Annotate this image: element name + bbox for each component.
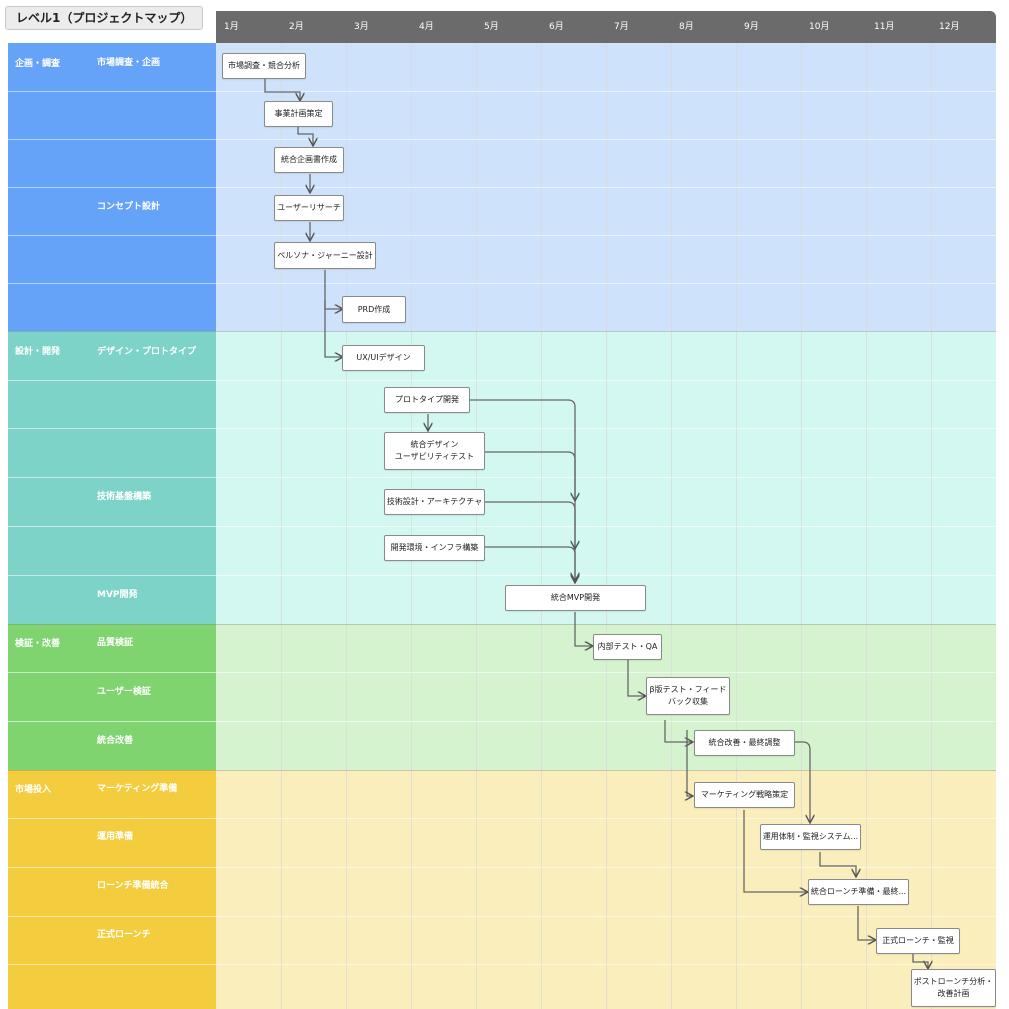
month-label: 2月 (289, 22, 304, 32)
grid-horizontal-line (8, 964, 996, 965)
grid-horizontal-line (8, 526, 996, 527)
phase-label: 検証・改善 (15, 639, 61, 649)
phase-column-launch (8, 770, 216, 1009)
grid-horizontal-line (8, 283, 996, 284)
subphase-label: コンセプト設計 (97, 202, 161, 212)
subphase-label: 品質検証 (97, 638, 134, 648)
subphase-label: 運用準備 (97, 832, 134, 842)
grid-horizontal-line (8, 575, 996, 576)
month-label: 12月 (939, 22, 960, 32)
month-label: 9月 (744, 22, 759, 32)
subphase-label: ローンチ準備統合 (97, 881, 169, 891)
subphase-label: 市場調査・企画 (97, 58, 161, 68)
month-label: 11月 (874, 22, 895, 32)
month-label: 7月 (614, 22, 629, 32)
subphase-label: 統合改善 (97, 736, 134, 746)
task-box[interactable]: 運用体制・監視システム... (760, 824, 861, 850)
grid-horizontal-line (8, 867, 996, 868)
grid-horizontal-line (8, 91, 996, 92)
month-label: 3月 (354, 22, 369, 32)
task-box[interactable]: プロトタイプ開発 (384, 387, 470, 413)
task-box[interactable]: 統合ローンチ準備・最終... (808, 879, 909, 905)
task-box[interactable]: ペルソナ・ジャーニー設計 (274, 242, 376, 269)
phase-label: 設計・開発 (15, 347, 61, 357)
month-label: 10月 (809, 22, 830, 32)
grid-horizontal-line (8, 428, 996, 429)
grid-horizontal-line (8, 916, 996, 917)
phase-column-verification (8, 624, 216, 770)
phase-label: 企画・調査 (15, 59, 61, 69)
grid-horizontal-line (8, 235, 996, 236)
month-label: 8月 (679, 22, 694, 32)
grid-horizontal-line (8, 672, 996, 673)
task-box[interactable]: UX/UIデザイン (342, 345, 425, 371)
task-box[interactable]: ポストローンチ分析・ 改善計画 (911, 969, 996, 1007)
task-box[interactable]: 内部テスト・QA (593, 634, 662, 660)
month-label: 1月 (224, 22, 239, 32)
task-box[interactable]: 正式ローンチ・監視 (876, 928, 960, 954)
grid-horizontal-line (8, 818, 996, 819)
task-box[interactable]: マーケティング戦略策定 (694, 782, 795, 808)
task-box[interactable]: β版テスト・フィード バック収集 (646, 677, 730, 715)
phase-divider (8, 770, 996, 771)
page-title: レベル1（プロジェクトマップ） (5, 6, 204, 30)
subphase-label: ユーザー検証 (97, 687, 151, 697)
grid-horizontal-line (8, 139, 996, 140)
subphase-label: マーケティング準備 (97, 784, 178, 794)
task-box[interactable]: 統合MVP開発 (505, 585, 646, 611)
phase-divider (8, 624, 996, 625)
grid-horizontal-line (8, 187, 996, 188)
phase-divider (8, 331, 996, 332)
task-box[interactable]: 開発環境・インフラ構築 (384, 535, 485, 561)
task-box[interactable]: PRD作成 (342, 296, 406, 323)
month-label: 5月 (484, 22, 499, 32)
task-box[interactable]: 事業計画策定 (264, 101, 333, 127)
task-box[interactable]: 技術設計・アーキテクチャ (384, 489, 485, 515)
subphase-label: デザイン・プロトタイプ (97, 347, 197, 357)
subphase-label: 技術基盤構築 (97, 492, 152, 502)
task-box[interactable]: ユーザーリサーチ (274, 195, 344, 221)
grid-horizontal-line (8, 380, 996, 381)
month-header: 1月 2月 3月 4月 5月 6月 7月 8月 9月 10月 11月 12月 (216, 11, 996, 43)
task-box[interactable]: 市場調査・競合分析 (222, 53, 306, 79)
task-box[interactable]: 統合改善・最終調整 (694, 730, 795, 756)
subphase-label: 正式ローンチ (97, 930, 151, 940)
grid-horizontal-line (8, 721, 996, 722)
month-label: 6月 (549, 22, 564, 32)
phase-label: 市場投入 (15, 785, 52, 795)
subphase-label: MVP開発 (97, 590, 138, 600)
task-box[interactable]: 統合デザイン ユーザビリティテスト (384, 432, 485, 470)
grid-horizontal-line (8, 477, 996, 478)
month-label: 4月 (419, 22, 434, 32)
task-box[interactable]: 統合企画書作成 (274, 147, 344, 173)
